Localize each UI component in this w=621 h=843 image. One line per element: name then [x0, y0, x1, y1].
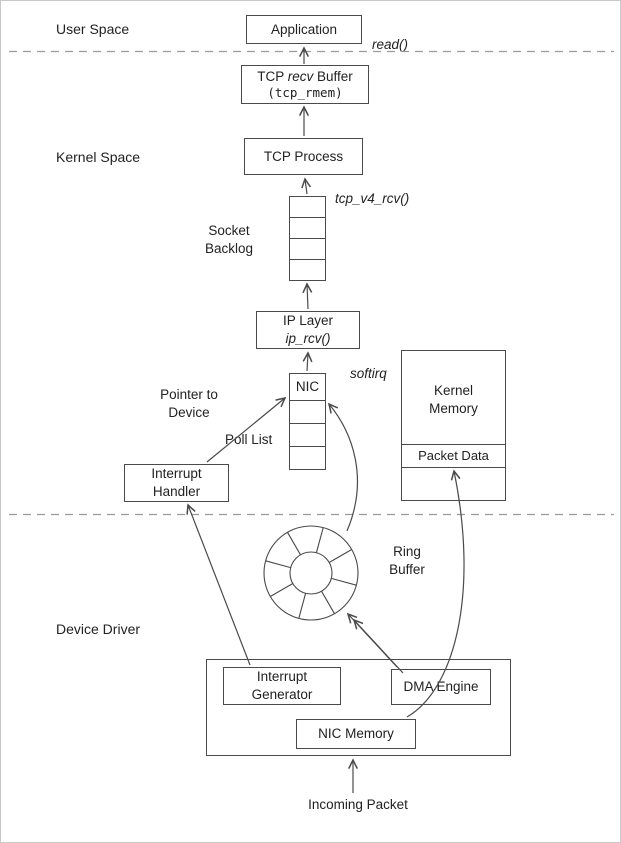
ring-buffer-segment-line — [287, 532, 301, 556]
ip-layer-node: IP Layer ip_rcv() — [256, 311, 360, 349]
ring-buffer-segment-line — [298, 593, 307, 619]
interrupt-handler-node: Interrupt Handler — [124, 464, 229, 502]
kernel-memory-label: Kernel Memory — [429, 383, 478, 416]
poll-list-label: Poll List — [225, 432, 273, 447]
region-label-device-driver: Device Driver — [56, 621, 141, 637]
ring-buffer-segment-line — [328, 549, 352, 563]
ip-rcv-label: ip_rcv() — [285, 331, 331, 346]
ring-buffer-segment-line — [315, 527, 324, 553]
packet-data-node: Packet Data — [401, 444, 506, 468]
ring-buffer-segment-line — [265, 560, 291, 569]
tcp-recv-buffer-node: TCP recv Buffer (tcp_rmem) — [241, 65, 369, 104]
tcp-recv-buffer-title-post: Buffer — [313, 68, 353, 84]
ring-buffer-segment-line — [270, 583, 294, 597]
ring-buffer-segments — [265, 527, 357, 619]
queue-cell — [290, 238, 325, 259]
queue-cell — [290, 423, 325, 446]
read-call-annotation: read() — [372, 37, 409, 52]
softirq-annotation: softirq — [350, 366, 387, 381]
interrupt-generator-node: Interrupt Generator — [223, 667, 341, 705]
arrow-softirq-ring-to-poll-list — [329, 404, 359, 532]
application-node: Application — [246, 15, 362, 44]
queue-cell — [290, 259, 325, 280]
socket-backlog-label: Socket Backlog — [204, 223, 254, 256]
arrow-ip-layer-to-backlog — [307, 284, 308, 310]
ring-buffer-label: Ring Buffer — [389, 544, 425, 577]
ring-buffer-segment-line — [321, 590, 335, 614]
tcp-recv-buffer-sysctl: (tcp_rmem) — [267, 85, 343, 101]
poll-list-queue — [289, 400, 326, 470]
ring-buffer-inner-circle — [289, 551, 333, 595]
tcp-recv-buffer-title: TCP recv Buffer — [257, 68, 353, 86]
tcp-recv-buffer-title-pre: TCP — [257, 68, 288, 84]
tcp-process-node: TCP Process — [244, 138, 363, 175]
arrow-nic-to-ip-layer — [307, 353, 308, 372]
arrow-backlog-to-tcp-process — [305, 179, 307, 195]
queue-cell — [290, 217, 325, 238]
tcp-recv-buffer-title-italic: recv — [287, 68, 314, 84]
queue-cell — [290, 446, 325, 469]
ring-buffer-segment-line — [331, 577, 357, 586]
incoming-packet-label: Incoming Packet — [308, 797, 408, 812]
dma-engine-node: DMA Engine — [391, 669, 491, 705]
socket-backlog-queue — [289, 196, 326, 281]
ring-buffer-outer-circle — [263, 525, 359, 621]
pointer-to-device-label: Pointer to Device — [160, 387, 218, 420]
kernel-memory-node — [401, 350, 506, 501]
tcp-v4-rcv-annotation: tcp_v4_rcv() — [335, 191, 410, 206]
nic-node: NIC — [289, 373, 326, 401]
ip-layer-title: IP Layer — [282, 313, 334, 329]
arrow-interrupt-generator-to-handler — [188, 505, 251, 666]
region-label-kernel-space: Kernel Space — [56, 149, 141, 165]
nic-memory-node: NIC Memory — [296, 719, 416, 749]
ring-buffer-node — [263, 525, 359, 621]
region-label-user-space: User Space — [56, 21, 130, 37]
queue-cell — [290, 401, 325, 423]
queue-cell — [290, 197, 325, 217]
